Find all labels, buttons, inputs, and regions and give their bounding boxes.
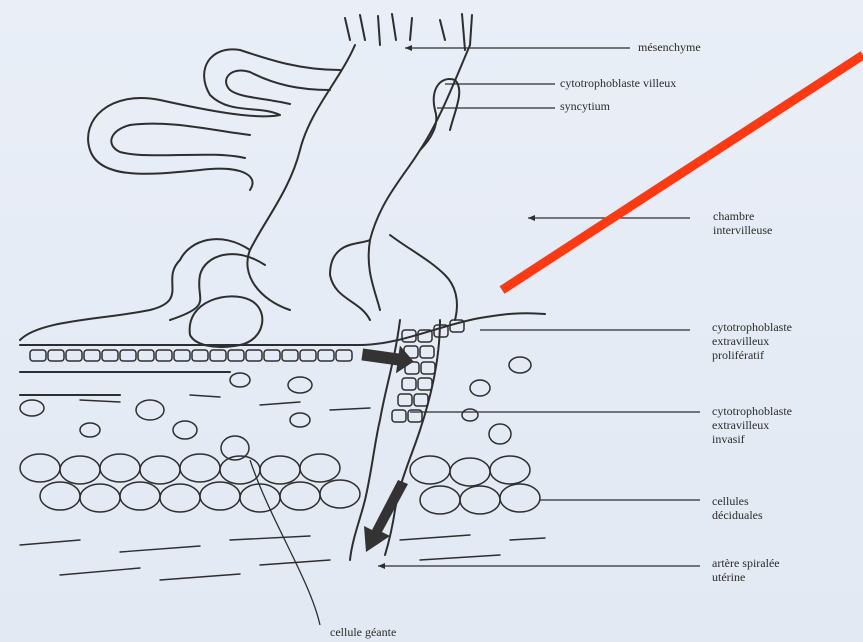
label-invasif-line3: invasif xyxy=(712,432,792,446)
label-mesenchyme-text: mésenchyme xyxy=(638,40,701,54)
label-chambre-line2: intervilleuse xyxy=(713,223,772,237)
label-cytotrophoblaste-villeux: cytotrophoblaste villeux xyxy=(560,76,676,90)
label-deciduales-line1: cellules xyxy=(712,494,763,508)
label-cyto-extravilleux-proliferatif: cytotrophoblaste extravilleux proliférat… xyxy=(712,320,792,362)
label-chambre-line1: chambre xyxy=(713,209,772,223)
leader-lines xyxy=(250,48,700,625)
label-cellules-deciduales: cellules déciduales xyxy=(712,494,763,522)
decidual-cells xyxy=(20,454,540,514)
label-prolif-line1: cytotrophoblaste xyxy=(712,320,792,334)
direction-arrows xyxy=(360,341,415,552)
label-invasif-line1: cytotrophoblaste xyxy=(712,404,792,418)
label-geante-text: cellule géante xyxy=(330,625,396,639)
label-invasif-line2: extravilleux xyxy=(712,418,792,432)
label-deciduales-line2: déciduales xyxy=(712,508,763,522)
label-syncytium: syncytium xyxy=(560,99,610,113)
label-artere-line1: artère spiralée xyxy=(712,556,780,570)
label-cellule-geante: cellule géante xyxy=(330,625,396,639)
connective-lines xyxy=(20,395,545,580)
label-chambre-intervilleuse: chambre intervilleuse xyxy=(713,209,772,237)
label-prolif-line2: extravilleux xyxy=(712,334,792,348)
villus-outline xyxy=(20,14,545,560)
invasion-arrow xyxy=(364,480,408,552)
label-artere-spiralee: artère spiralée utérine xyxy=(712,556,780,584)
label-syncytium-text: syncytium xyxy=(560,99,610,113)
label-mesenchyme: mésenchyme xyxy=(638,40,701,54)
highlight-arrow xyxy=(502,55,863,290)
label-artere-line2: utérine xyxy=(712,570,780,584)
label-cyto-villeux-text: cytotrophoblaste villeux xyxy=(560,76,676,90)
label-cyto-extravilleux-invasif: cytotrophoblaste extravilleux invasif xyxy=(712,404,792,446)
label-prolif-line3: prolifératif xyxy=(712,348,792,362)
